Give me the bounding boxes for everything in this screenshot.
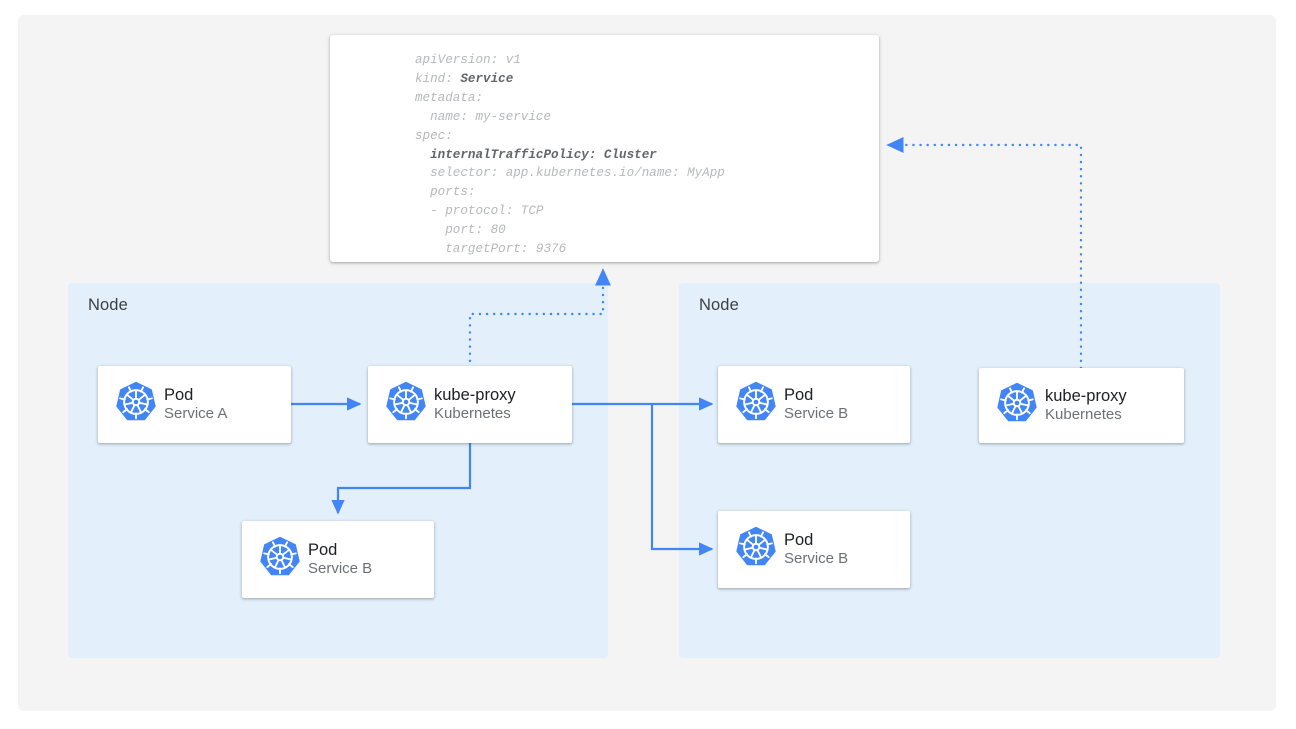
manifest-line: port: 80: [415, 223, 506, 238]
card-title: Pod: [784, 385, 814, 404]
kubernetes-icon-glyph: [260, 536, 300, 576]
manifest-line: kind: Service: [415, 71, 514, 86]
kubernetes-icon: [995, 381, 1039, 430]
card-pod-service-b-bottom[interactable]: Pod Service B: [718, 511, 910, 588]
manifest-line: targetPort: 9376: [415, 242, 567, 257]
card-pod-service-a[interactable]: Pod Service A: [98, 366, 291, 443]
kubernetes-icon: [258, 535, 302, 584]
manifest-line: name: my-service: [415, 109, 552, 124]
kubernetes-icon: [734, 380, 778, 429]
node-label: Node: [699, 296, 739, 314]
manifest-line: metadata:: [415, 90, 484, 105]
card-subtitle: Service B: [784, 550, 849, 568]
kubernetes-icon-glyph: [736, 381, 776, 421]
manifest-line: ports:: [415, 185, 476, 200]
manifest-line: - protocol: TCP: [415, 204, 544, 219]
card-subtitle: Service B: [784, 405, 849, 423]
card-title: Pod: [308, 540, 338, 559]
node-group-left: Node: [68, 283, 608, 658]
card-subtitle: Service B: [308, 560, 373, 578]
card-pod-service-b-top[interactable]: Pod Service B: [718, 366, 910, 443]
card-subtitle: Kubernetes: [1045, 406, 1122, 424]
kubernetes-icon: [734, 525, 778, 574]
kubernetes-icon: [114, 380, 158, 429]
kubernetes-icon-glyph: [736, 526, 776, 566]
service-manifest-panel: apiVersion: v1 kind: Service metadata: nam…: [330, 35, 879, 262]
card-subtitle: Kubernetes: [434, 405, 511, 423]
card-pod-service-b-local[interactable]: Pod Service B: [242, 521, 434, 598]
manifest-line: spec:: [415, 128, 453, 143]
manifest-line: internalTrafficPolicy: Cluster: [415, 147, 657, 162]
node-label: Node: [88, 296, 128, 314]
card-title: Pod: [784, 530, 814, 549]
kubernetes-icon: [384, 380, 428, 429]
card-kube-proxy-right[interactable]: kube-proxy Kubernetes: [979, 368, 1184, 443]
manifest-line-emphasis: Service: [460, 71, 514, 86]
card-subtitle: Service A: [164, 405, 228, 423]
card-kube-proxy-left[interactable]: kube-proxy Kubernetes: [368, 366, 572, 443]
card-title: kube-proxy: [434, 385, 516, 404]
card-title: kube-proxy: [1045, 386, 1127, 405]
node-group-right: Node: [679, 283, 1220, 658]
service-manifest-code: apiVersion: v1 kind: Service metadata: nam…: [415, 51, 725, 259]
kubernetes-icon-glyph: [386, 381, 426, 421]
card-title: Pod: [164, 385, 194, 404]
kubernetes-icon-glyph: [997, 382, 1037, 422]
manifest-line: apiVersion: v1: [415, 53, 521, 67]
kubernetes-icon-glyph: [116, 381, 156, 421]
manifest-line: selector: app.kubernetes.io/name: MyApp: [415, 166, 725, 181]
